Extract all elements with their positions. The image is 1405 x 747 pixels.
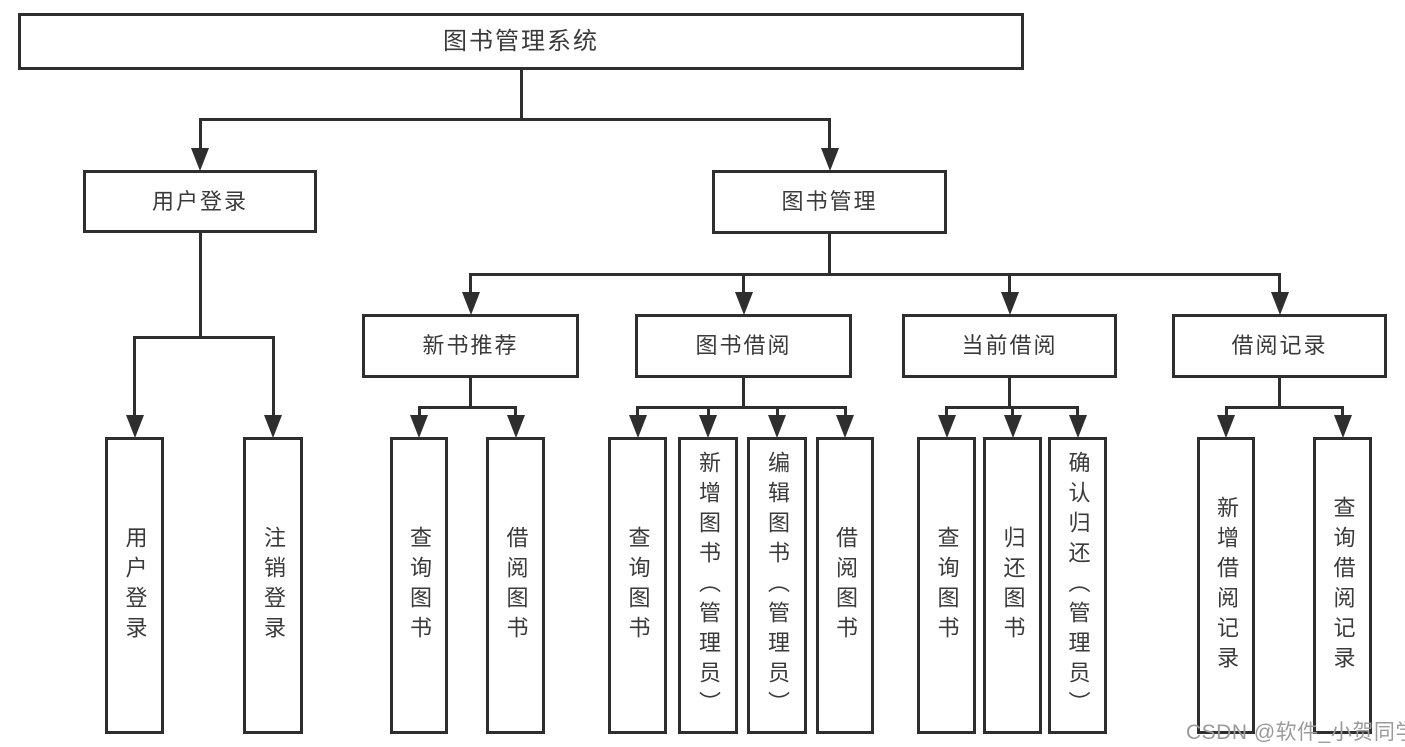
node-user-login: 用户登录 — [83, 170, 317, 233]
node-borrow-records: 借阅记录 — [1172, 314, 1387, 378]
node-label-login-leaf: 用户登录 — [122, 525, 148, 646]
arrowhead-icon-login-leaf — [125, 415, 144, 438]
arrowhead-icon-bb-borrow — [836, 415, 854, 438]
arrowhead-icon-logout-leaf — [264, 415, 282, 438]
edge-bar-book-mgmt — [469, 273, 1281, 276]
edge-stem-user-login — [198, 233, 202, 336]
node-bb-borrow: 借阅图书 — [816, 437, 874, 734]
node-current-borrow: 当前借阅 — [902, 314, 1117, 378]
node-label-cb-return: 归还图书 — [1000, 525, 1026, 646]
arrowhead-icon-bb-edit — [768, 415, 786, 438]
arrowhead-icon-user-login — [191, 148, 209, 171]
arrowhead-icon-new-books — [461, 292, 480, 315]
edge-drop-user-login — [198, 118, 202, 150]
arrowhead-icon-nb-borrow — [506, 415, 525, 438]
arrowhead-icon-nb-query — [410, 415, 428, 438]
node-root: 图书管理系统 — [18, 13, 1024, 70]
edge-drop-bb-query — [636, 406, 639, 417]
edge-stem-book-borrow — [742, 378, 745, 406]
edge-bar-book-borrow — [636, 406, 847, 409]
node-label-cb-query: 查询图书 — [934, 525, 960, 646]
edge-drop-borrow-records — [1278, 273, 1281, 294]
node-label-user-login: 用户登录 — [151, 188, 248, 214]
node-label-book-mgmt: 图书管理 — [781, 189, 878, 214]
node-label-bb-borrow: 借阅图书 — [833, 525, 858, 646]
edge-drop-current-borrow — [1008, 273, 1011, 294]
node-logout-leaf: 注销登录 — [243, 437, 303, 734]
node-bb-edit: 编辑图书（管理员） — [747, 437, 807, 734]
edge-stem-current-borrow — [1008, 378, 1011, 406]
node-label-nb-query: 查询图书 — [407, 525, 432, 646]
node-br-query: 查询借阅记录 — [1313, 437, 1372, 734]
arrowhead-icon-cb-confirm — [1068, 415, 1087, 438]
edge-stem-new-books — [469, 378, 472, 406]
node-bb-query: 查询图书 — [608, 437, 667, 734]
edge-stem-book-mgmt — [828, 234, 831, 273]
edge-drop-bb-borrow — [843, 406, 847, 417]
arrowhead-icon-book-mgmt — [820, 148, 839, 171]
node-br-add: 新增借阅记录 — [1197, 437, 1255, 734]
arrowhead-icon-bb-query — [628, 415, 647, 438]
arrowhead-icon-bb-add — [699, 415, 717, 438]
node-label-bb-query: 查询图书 — [625, 525, 651, 646]
edge-drop-book-mgmt — [828, 118, 831, 150]
edge-drop-new-books — [469, 273, 472, 294]
node-label-logout-leaf: 注销登录 — [261, 525, 286, 646]
node-nb-query: 查询图书 — [390, 437, 448, 734]
node-book-borrow: 图书借阅 — [635, 314, 852, 378]
node-nb-borrow: 借阅图书 — [486, 437, 545, 734]
edge-drop-cb-return — [1011, 406, 1014, 417]
node-cb-query: 查询图书 — [917, 437, 976, 734]
node-login-leaf: 用户登录 — [105, 437, 164, 734]
edge-stem-borrow-records — [1278, 378, 1281, 406]
node-cb-confirm: 确认归还（管理员） — [1048, 437, 1107, 734]
arrowhead-icon-current-borrow — [1000, 292, 1019, 315]
edge-drop-cb-query — [945, 406, 948, 417]
edge-drop-logout-leaf — [271, 336, 275, 417]
node-book-mgmt: 图书管理 — [712, 170, 947, 234]
arrowhead-icon-cb-return — [1003, 415, 1022, 438]
arrowhead-icon-borrow-records — [1270, 292, 1289, 315]
node-label-current-borrow: 当前借阅 — [961, 333, 1058, 358]
node-label-br-add: 新增借阅记录 — [1214, 495, 1239, 676]
edge-bar-user-login — [133, 336, 275, 339]
node-label-br-query: 查询借阅记录 — [1330, 495, 1356, 676]
edge-bar-new-books — [417, 406, 517, 409]
node-label-root: 图书管理系统 — [443, 27, 599, 55]
node-cb-return: 归还图书 — [983, 437, 1042, 734]
edge-drop-bb-add — [706, 406, 710, 417]
arrowhead-icon-cb-query — [937, 415, 956, 438]
edge-drop-login-leaf — [133, 336, 136, 417]
node-label-bb-edit: 编辑图书（管理员） — [765, 450, 790, 721]
node-label-book-borrow: 图书借阅 — [695, 333, 792, 358]
csdn-watermark: CSDN @软件_小贺同学 — [1186, 721, 1405, 744]
arrowhead-icon-br-add — [1217, 415, 1235, 438]
arrowhead-icon-br-query — [1333, 415, 1352, 438]
edge-bar-borrow-records — [1224, 406, 1344, 409]
node-label-nb-borrow: 借阅图书 — [503, 525, 529, 646]
edge-drop-nb-query — [417, 406, 421, 417]
node-label-borrow-records: 借阅记录 — [1231, 333, 1328, 358]
node-label-bb-add: 新增图书（管理员） — [696, 450, 721, 721]
arrowhead-icon-book-borrow — [734, 292, 753, 315]
node-label-new-books: 新书推荐 — [422, 333, 519, 358]
edge-drop-cb-confirm — [1076, 406, 1079, 417]
edge-drop-bb-edit — [775, 406, 779, 417]
edge-bar-root — [198, 118, 831, 121]
edge-drop-br-add — [1224, 406, 1228, 417]
edge-drop-br-query — [1341, 406, 1344, 417]
edge-stem-root — [519, 70, 523, 118]
edge-drop-nb-borrow — [514, 406, 517, 417]
node-bb-add: 新增图书（管理员） — [678, 437, 738, 734]
node-label-cb-confirm: 确认归还（管理员） — [1065, 450, 1091, 721]
node-new-books: 新书推荐 — [362, 314, 579, 378]
edge-drop-book-borrow — [742, 273, 745, 294]
